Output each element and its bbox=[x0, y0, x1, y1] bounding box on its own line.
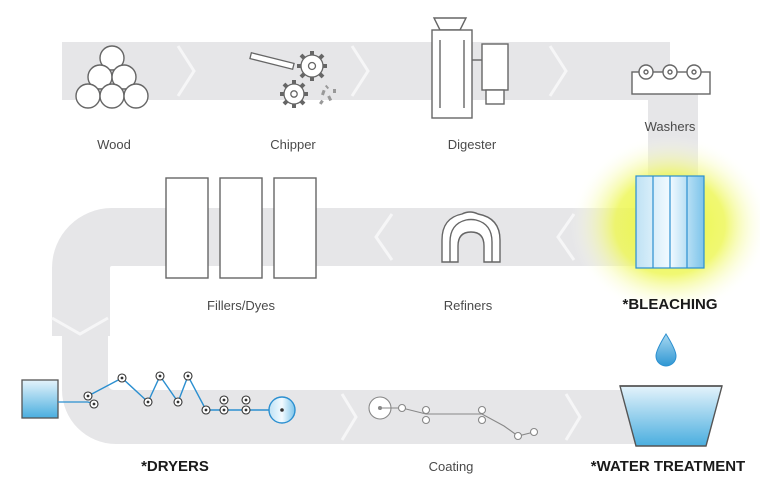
label-dryers: *DRYERS bbox=[141, 458, 209, 475]
bleaching-tanks-icon bbox=[635, 175, 705, 269]
flow-chevrons bbox=[51, 45, 582, 441]
flow-segment-bottom-curve bbox=[62, 380, 130, 444]
gear-icon bbox=[280, 80, 308, 108]
label-refiners: Refiners bbox=[443, 298, 493, 313]
fillers-dyes-icon bbox=[165, 177, 317, 279]
label-wood: Wood bbox=[97, 137, 131, 152]
headbox-icon bbox=[21, 379, 59, 419]
chevron-right-4 bbox=[340, 393, 358, 441]
coating-icon bbox=[368, 396, 539, 441]
chevron-left-2 bbox=[374, 213, 394, 261]
chevron-left-1 bbox=[556, 213, 576, 261]
chipper-icon bbox=[249, 51, 336, 108]
label-fillers-dyes: Fillers/Dyes bbox=[207, 298, 275, 313]
digester-icon bbox=[431, 17, 509, 119]
paper-web-line bbox=[87, 374, 282, 411]
water-drop-icon bbox=[655, 333, 677, 367]
chevron-right-5 bbox=[564, 393, 582, 441]
dryers-icon bbox=[21, 371, 296, 424]
flow-segment-top bbox=[62, 42, 670, 100]
label-water-treatment: *WATER TREATMENT bbox=[590, 458, 746, 475]
water-treatment-basin-icon bbox=[619, 385, 723, 447]
chevron-right-3 bbox=[548, 45, 568, 97]
wood-chips-icon bbox=[319, 84, 336, 105]
label-washers: Washers bbox=[644, 119, 696, 134]
label-chipper: Chipper bbox=[270, 137, 316, 152]
label-bleaching: *BLEACHING bbox=[622, 296, 718, 313]
chevron-right-2 bbox=[350, 45, 370, 97]
wood-logs-icon bbox=[75, 45, 149, 109]
chevron-right-1 bbox=[176, 45, 196, 97]
washers-icon bbox=[631, 64, 711, 95]
label-digester: Digester bbox=[447, 137, 497, 152]
chevron-down-1 bbox=[51, 316, 109, 336]
refiners-icon bbox=[441, 211, 501, 263]
gear-icon bbox=[297, 51, 327, 81]
flow-segment-left-curve bbox=[52, 208, 112, 336]
label-coating: Coating bbox=[428, 459, 474, 474]
